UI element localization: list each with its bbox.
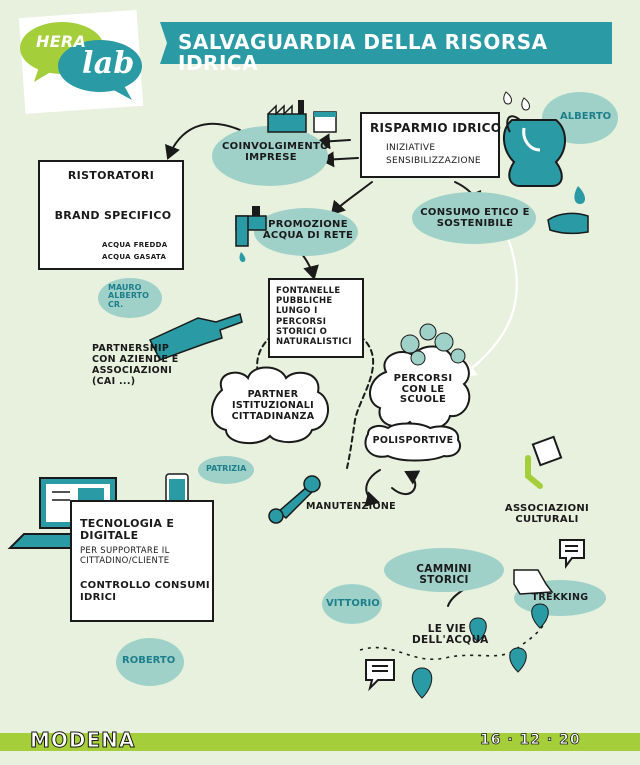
footer-bar xyxy=(0,733,640,751)
cloud-partner-istituzionali xyxy=(211,366,330,445)
name-roberto: ROBERTO xyxy=(122,655,176,666)
consumo-label: CONSUMO ETICO E SOSTENIBILE xyxy=(420,207,530,229)
risparmio-title: RISPARMIO IDRICO xyxy=(370,121,502,135)
cycle-arrow-2 xyxy=(364,469,381,507)
ristoratori-title: RISTORATORI xyxy=(67,169,155,182)
factory-icon xyxy=(267,100,337,133)
partnership-label: PARTNERSHIP CON AZIENDE E ASSOCIAZIONI (… xyxy=(92,343,179,387)
cammini-label: CAMMINI STORICI xyxy=(416,563,472,587)
vie-acqua-label: LE VIE DELL'ACQUA xyxy=(412,623,489,647)
blob-consumo xyxy=(412,192,536,244)
manutenzione-label: MANUTENZIONE xyxy=(306,501,396,512)
water-jug-icon xyxy=(503,91,566,187)
blob-promozione xyxy=(254,208,358,256)
arrow-risparmio-coinvolgimento xyxy=(316,133,351,150)
wrench-icon xyxy=(268,475,321,524)
name-vittorio: VITTORIO xyxy=(326,598,380,609)
fontanelle-box: FONTANELLE PUBBLICHE LUNGO I PERCORSI ST… xyxy=(268,278,364,358)
risparmio-sub2: SENSIBILIZZAZIONE xyxy=(386,156,481,166)
hera-lab-logo xyxy=(18,9,144,114)
cycle-arrow-1 xyxy=(391,470,421,495)
map-pin-icons xyxy=(411,603,549,699)
blob-roberto xyxy=(116,638,184,686)
blob-mauro xyxy=(98,278,162,318)
footer-city: MODENA xyxy=(29,728,136,752)
fontanelle-text: FONTANELLE PUBBLICHE LUNGO I PERCORSI ST… xyxy=(276,286,352,347)
arrow-consumo-scuole xyxy=(460,236,518,378)
hand-drop-icon xyxy=(547,186,589,235)
name-patrizia: PATRIZIA xyxy=(206,464,247,473)
cloud-polisportive xyxy=(364,422,462,462)
arrow-risparmio-promozione xyxy=(330,181,373,216)
hiking-boot-icon xyxy=(513,569,554,595)
promozione-label: PROMOZIONE ACQUA DI RETE xyxy=(262,219,354,241)
ristoratori-box: RISTORATORI BRAND SPECIFICO ACQUA FREDDA… xyxy=(38,160,184,270)
name-alberto: ALBERTO xyxy=(560,111,612,122)
acqua-gasata: ACQUA GASATA xyxy=(102,253,167,261)
footer-date: 16 · 12 · 20 xyxy=(480,732,581,748)
tecnologia-box: TECNOLOGIA E DIGITALE PER SUPPORTARE IL … xyxy=(70,500,214,622)
acqua-fredda: ACQUA FREDDA xyxy=(102,241,168,249)
trekking-label: TREKKING xyxy=(531,592,589,603)
speech-bubble-vie xyxy=(365,659,395,692)
coinvolgimento-label: COINVOLGIMENTO IMPRESE xyxy=(222,141,329,163)
blob-coinvolgimento xyxy=(212,126,328,186)
polisportive-label: POLISPORTIVE xyxy=(372,435,454,446)
blob-patrizia xyxy=(198,456,254,484)
title-banner xyxy=(160,22,612,64)
logo-hera: HERA xyxy=(36,32,87,51)
risparmio-idrico-box: RISPARMIO IDRICO INIZIATIVE SENSIBILIZZA… xyxy=(360,112,502,178)
percorsi-scuole-label: PERCORSI CON LE SCUOLE xyxy=(393,373,453,405)
risparmio-sub1: INIZIATIVE xyxy=(386,143,436,153)
tecnologia-bold: TECNOLOGIA E DIGITALE xyxy=(80,517,175,542)
tecnologia-rest: PER SUPPORTARE IL CITTADINO/CLIENTE xyxy=(80,546,170,567)
arrow-coinvolgimento-ristoratori xyxy=(165,122,241,160)
brand-specifico: BRAND SPECIFICO xyxy=(54,209,172,222)
logo-lab: lab xyxy=(82,46,135,81)
name-mauro: MAURO ALBERTO CR. xyxy=(108,283,149,309)
partner-istituzionali-label: PARTNER ISTITUZIONALI CITTADINANZA xyxy=(231,389,315,422)
culture-icon xyxy=(525,435,563,489)
blob-cammini xyxy=(384,548,504,592)
page-title: SALVAGUARDIA DELLA RISORSA IDRICA xyxy=(178,30,548,75)
controllo-consumi: CONTROLLO CONSUMI IDRICI xyxy=(80,580,210,603)
pointing-hand-icon xyxy=(148,313,243,361)
people-faces-icon xyxy=(400,323,466,366)
speech-bubble-associazioni xyxy=(559,539,585,569)
faucet-icon xyxy=(235,206,267,262)
blob-vittorio xyxy=(322,584,382,624)
arrow-risparmio-coinvolgimento-2 xyxy=(320,151,359,168)
arrow-promozione-fontanelle xyxy=(301,253,319,280)
associazioni-label: ASSOCIAZIONI CULTURALI xyxy=(504,503,590,525)
